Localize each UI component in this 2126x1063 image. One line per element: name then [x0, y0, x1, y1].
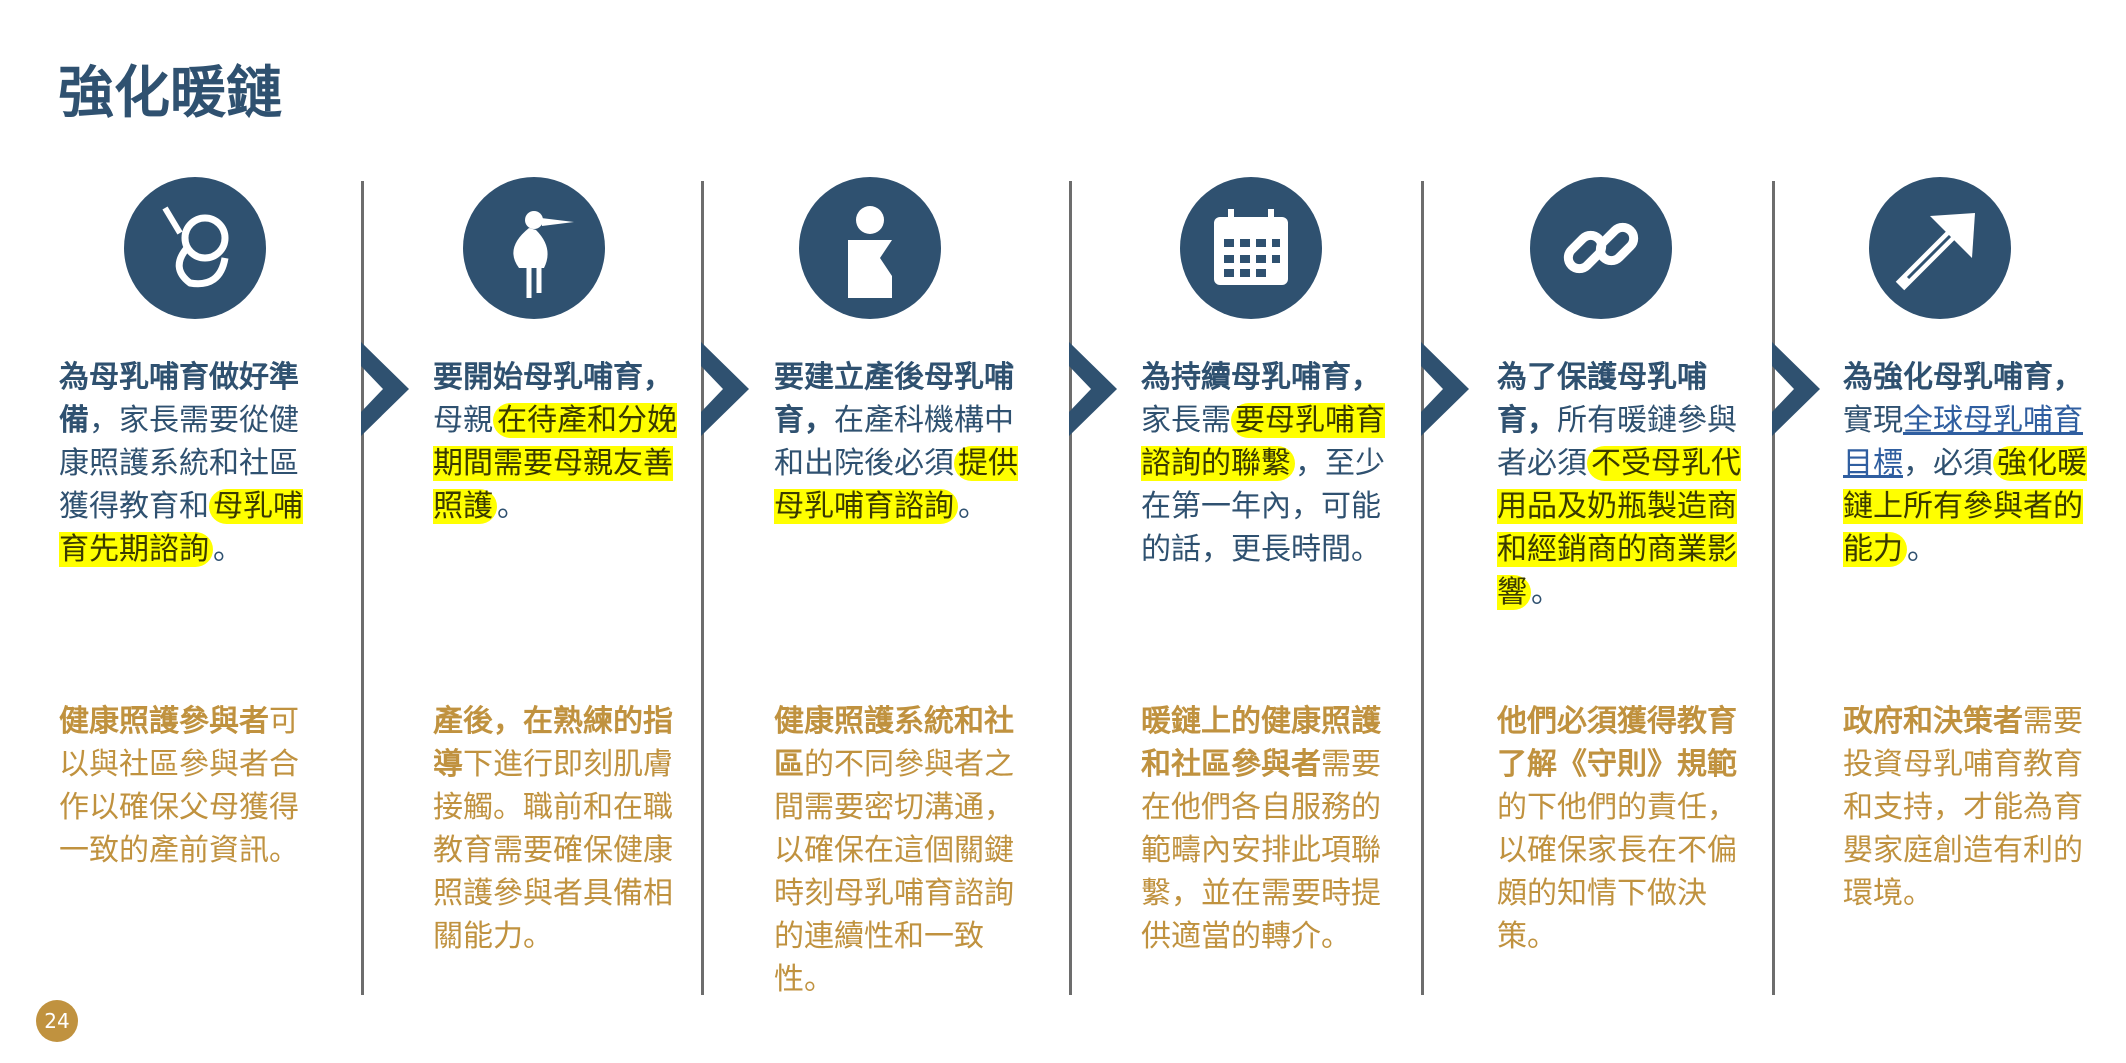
column-1-text: 為母乳哺育做好準備，家長需要從健康照護系統和社區獲得教育和母乳哺育先期諮詢。	[59, 360, 303, 567]
page-title: 強化暖鏈	[58, 61, 282, 126]
stork-icon	[463, 177, 605, 319]
chevron-right-icon	[1069, 342, 1117, 436]
divider	[1772, 181, 1775, 995]
column-4-note: 暖鏈上的健康照護和社區參與者需要在他們各自服務的範疇內安排此項聯繫，並在需要時提…	[1141, 704, 1381, 954]
column-6-note: 政府和決策者需要投資母乳哺育教育和支持，才能為育嬰家庭創造有利的環境。	[1843, 704, 2083, 911]
column-1-note: 健康照護參與者可以與社區參與者合作以確保父母獲得一致的產前資訊。	[59, 704, 299, 868]
chevron-right-icon	[1421, 342, 1469, 436]
page-number: 24	[36, 1000, 78, 1042]
global-breastfeeding-goals-link[interactable]: 全球母乳哺育目標	[1843, 403, 2083, 481]
arrow-up-right-icon	[1869, 177, 2011, 319]
chevron-right-icon	[361, 342, 409, 436]
column-2-text: 要開始母乳哺育，母親在待產和分娩期間需要母親友善照護。	[433, 360, 677, 524]
chevron-right-icon	[1772, 342, 1820, 436]
divider	[1069, 181, 1072, 995]
divider	[701, 181, 704, 995]
divider	[1421, 181, 1424, 995]
column-3-note: 健康照護系統和社區的不同參與者之間需要密切溝通，以確保在這個關鍵時刻母乳哺育諮詢…	[774, 704, 1014, 997]
calendar-icon	[1180, 177, 1322, 319]
chevron-right-icon	[701, 342, 749, 436]
column-3-text: 要建立產後母乳哺育，在產科機構中和出院後必須提供母乳哺育諮詢。	[774, 360, 1018, 524]
mother-baby-icon	[799, 177, 941, 319]
chain-link-icon	[1530, 177, 1672, 319]
column-6-text: 為強化母乳哺育，實現全球母乳哺育目標，必須強化暖鏈上所有參與者的能力。	[1843, 360, 2087, 567]
column-2-note: 產後，在熟練的指導下進行即刻肌膚接觸。職前和在職教育需要確保健康照護參與者具備相…	[433, 704, 673, 954]
divider	[361, 181, 364, 995]
column-4-text: 為持續母乳哺育，家長需要母乳哺育諮詢的聯繫，至少在第一年內，可能的話，更長時間。	[1141, 360, 1385, 567]
fetus-icon	[124, 177, 266, 319]
column-5-note: 他們必須獲得教育了解《守則》規範的下他們的責任，以確保家長在不偏頗的知情下做決策…	[1497, 704, 1737, 954]
column-5-text: 為了保護母乳哺育，所有暖鏈參與者必須不受母乳代用品及奶瓶製造商和經銷商的商業影響…	[1497, 360, 1741, 610]
